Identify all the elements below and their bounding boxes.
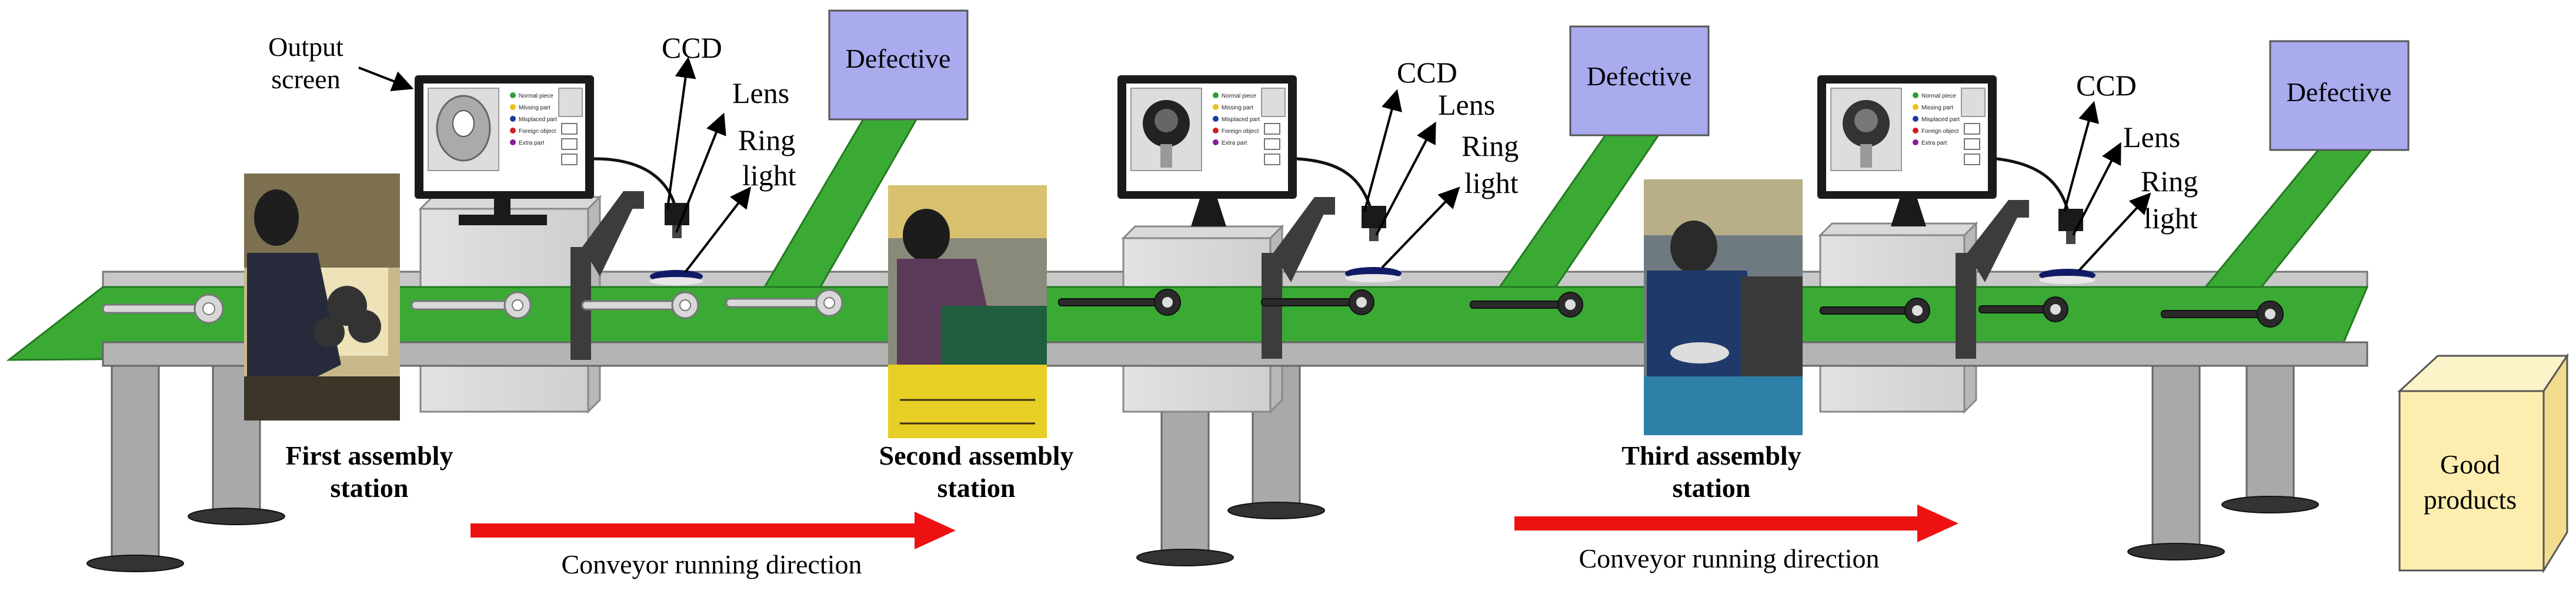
svg-text:Extra part: Extra part <box>1222 140 1247 146</box>
svg-text:Extra part: Extra part <box>1921 140 1947 146</box>
defective-box-2: Defective <box>1569 25 1710 136</box>
svg-text:Normal piece: Normal piece <box>519 93 553 99</box>
defective-label: Defective <box>846 44 951 74</box>
ring-light-label-2: light <box>2144 202 2198 235</box>
camera-stand-1 <box>570 191 703 360</box>
lens-label: Lens <box>732 76 789 109</box>
monitor-3: Normal piece Missing part Misplaced part… <box>1817 75 2072 226</box>
station-photo-2 <box>888 185 1047 438</box>
output-screen-label-1: Output <box>268 32 343 62</box>
leg-feet <box>86 496 2319 572</box>
lens-label: Lens <box>2123 121 2180 153</box>
ccd-label: CCD <box>2076 69 2137 102</box>
defective-box-3: Defective <box>2269 40 2410 151</box>
svg-text:Foreign object: Foreign object <box>1921 128 1959 135</box>
station-photo-1 <box>244 173 400 421</box>
station-3-label-2: station <box>1673 473 1751 503</box>
monitor-legend: Normal piece Missing part Misplaced part… <box>1913 92 1960 146</box>
svg-text:Missing part: Missing part <box>1921 105 1953 111</box>
svg-text:Normal piece: Normal piece <box>1921 93 1956 99</box>
station-1-label-1: First assembly <box>286 441 453 470</box>
svg-text:Foreign object: Foreign object <box>519 128 556 135</box>
ring-light-label-1: Ring <box>1461 129 1519 162</box>
direction-arrow-1 <box>471 512 956 549</box>
ring-light-label-1: Ring <box>738 124 795 156</box>
svg-text:Foreign object: Foreign object <box>1222 128 1259 135</box>
direction-arrow-2 <box>1514 505 1958 542</box>
svg-text:Missing part: Missing part <box>1222 105 1253 111</box>
defective-chutes <box>763 96 2378 288</box>
monitor-2: Normal piece Missing part Misplaced part… <box>1117 75 1375 226</box>
ccd-camera <box>2058 209 2083 231</box>
ccd-label: CCD <box>1397 56 1457 89</box>
ccd-label: CCD <box>662 31 722 64</box>
station-2-label-1: Second assembly <box>879 441 1074 470</box>
monitor-legend: Normal piece Missing part Misplaced part… <box>1213 92 1260 146</box>
good-products-box: Good products <box>2397 353 2569 574</box>
svg-text:Extra part: Extra part <box>519 140 545 146</box>
conveyor-direction-label-1: Conveyor running direction <box>561 549 862 579</box>
monitor-legend: Normal piece Missing part Misplaced part… <box>510 92 557 146</box>
svg-text:Misplaced part: Misplaced part <box>1921 116 1960 123</box>
good-products-label-1: Good <box>2440 449 2500 479</box>
station-3-label-1: Third assembly <box>1621 441 1801 470</box>
monitor-1: Normal piece Missing part Misplaced part… <box>415 75 678 225</box>
defective-box-1: Defective <box>828 9 969 121</box>
camera-stand-3 <box>1956 200 2095 359</box>
good-products-label-2: products <box>2424 485 2517 515</box>
lens-label: Lens <box>1438 88 1495 121</box>
pointer-arrows <box>358 56 2151 273</box>
station-1-label-2: station <box>331 473 409 503</box>
ring-light-label-2: light <box>1464 166 1519 199</box>
camera-lens <box>1369 228 1379 241</box>
svg-text:Missing part: Missing part <box>519 105 550 111</box>
output-screen-label-2: screen <box>271 64 340 94</box>
svg-text:Misplaced part: Misplaced part <box>519 116 557 123</box>
station-photo-3 <box>1644 179 1803 435</box>
svg-text:Misplaced part: Misplaced part <box>1222 116 1260 123</box>
ring-light-label-1: Ring <box>2141 165 2198 198</box>
labels: Output screen CCD Lens Ring light CCD Le… <box>268 31 2198 579</box>
defective-label: Defective <box>1587 61 1692 91</box>
conveyor-direction-label-2: Conveyor running direction <box>1579 543 1879 573</box>
wrenches <box>102 289 2542 386</box>
svg-text:Normal piece: Normal piece <box>1222 93 1256 99</box>
station-2-label-2: station <box>937 473 1016 503</box>
defective-label: Defective <box>2287 77 2392 107</box>
ring-light-label-2: light <box>742 159 796 192</box>
